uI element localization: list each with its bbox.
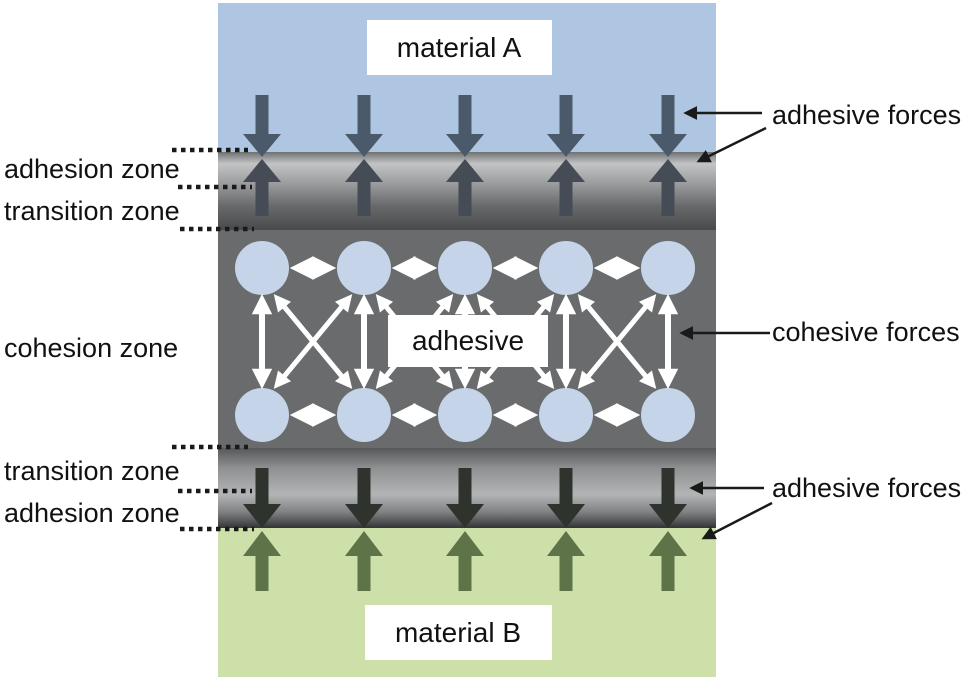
dotted-zone-boundaries <box>172 147 254 532</box>
zone-label-transition-top: transition zone <box>4 196 180 226</box>
zone-labels: adhesion zone transition zone cohesion z… <box>4 154 180 528</box>
cohesive-arrow-icon <box>273 294 353 389</box>
material-a-label-box <box>367 20 552 75</box>
molecule-circle <box>337 241 391 295</box>
molecule-circle <box>438 388 492 442</box>
cohesion-network <box>235 241 695 442</box>
zone-label-adhesion-bottom: adhesion zone <box>4 498 180 528</box>
zone-label-cohesion: cohesion zone <box>4 333 178 363</box>
adhesive-label: adhesive <box>412 325 524 356</box>
material-a-label: material A <box>397 32 522 63</box>
molecule-circle <box>641 241 695 295</box>
material-b-label-box <box>365 605 552 660</box>
molecule-circles <box>235 241 695 442</box>
molecule-circle <box>438 241 492 295</box>
leader-arrow <box>701 501 773 540</box>
force-label-adhesive-bottom: adhesive forces <box>772 473 961 503</box>
label-boxes: material A adhesive material B <box>365 20 552 660</box>
molecule-circle <box>539 241 593 295</box>
cohesive-arrow-icon <box>577 294 657 389</box>
molecule-circle <box>539 388 593 442</box>
material-b-label: material B <box>395 617 521 648</box>
force-label-cohesive: cohesive forces <box>772 317 960 347</box>
molecule-circle <box>337 388 391 442</box>
adhesive-label-box <box>388 315 548 367</box>
zone-label-adhesion-top: adhesion zone <box>4 154 180 184</box>
force-labels: adhesive forces cohesive forces adhesive… <box>679 100 961 540</box>
force-label-adhesive-top: adhesive forces <box>772 100 961 130</box>
molecule-circle <box>235 241 289 295</box>
cohesive-horizontal-arrows <box>289 256 641 427</box>
leader-arrow <box>696 126 767 163</box>
zone-label-transition-bottom: transition zone <box>4 456 180 486</box>
molecule-circle <box>641 388 695 442</box>
molecule-circle <box>235 388 289 442</box>
cohesive-vertical-arrows <box>251 293 679 390</box>
